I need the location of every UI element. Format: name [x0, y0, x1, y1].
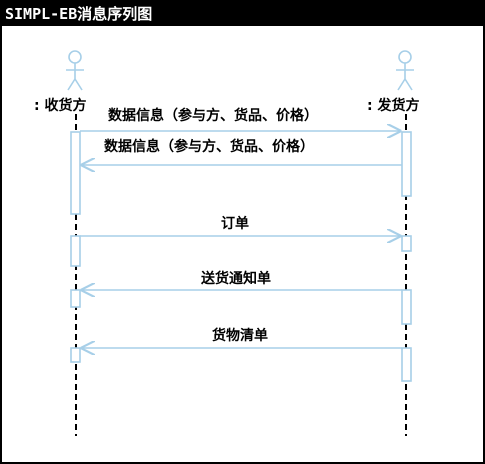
receiver-actor-icon	[66, 50, 84, 91]
message-label-5: 货物清单	[211, 327, 268, 344]
message-label-4: 送货通知单	[200, 270, 271, 287]
sender-activation-1	[401, 131, 412, 197]
title-bar: SIMPL-EB消息序列图	[2, 2, 483, 26]
sender-activation-2	[401, 235, 412, 252]
sender-activation-3	[401, 289, 412, 325]
receiver-activation-3	[70, 289, 81, 308]
receiver-activation-1	[70, 131, 81, 215]
message-label-1: 数据信息（参与方、货品、价格）	[108, 107, 318, 124]
sender-activation-4	[401, 347, 412, 382]
message-label-3: 订单	[221, 215, 249, 232]
receiver-label: : 收货方	[34, 97, 86, 114]
diagram-title: SIMPL-EB消息序列图	[5, 5, 153, 23]
sender-label: : 发货方	[367, 97, 419, 114]
message-label-2: 数据信息（参与方、货品、价格）	[104, 138, 314, 155]
receiver-activation-4	[70, 347, 81, 363]
receiver-activation-2	[70, 235, 81, 267]
sender-actor-icon	[396, 50, 414, 91]
